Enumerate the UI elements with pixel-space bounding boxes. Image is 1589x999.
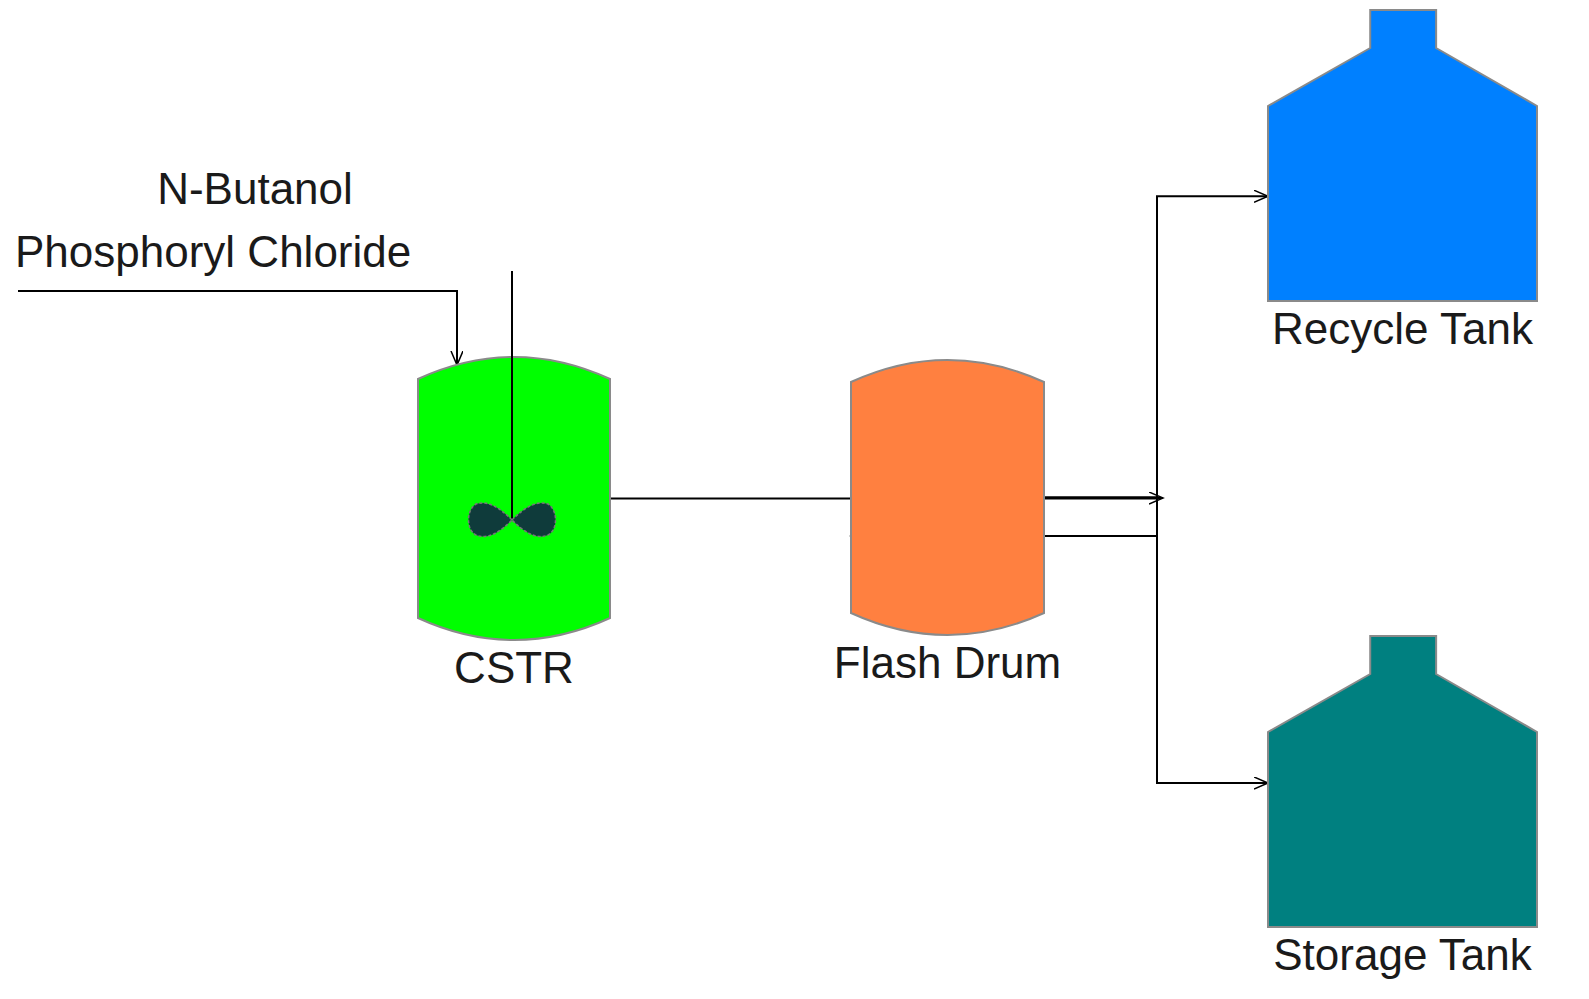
feed-line bbox=[18, 291, 457, 365]
equipment-label: Storage Tank bbox=[1273, 931, 1531, 979]
equipment-label: Recycle Tank bbox=[1272, 305, 1533, 353]
storage-tank: Storage Tank bbox=[1268, 636, 1537, 927]
agitator-shaft bbox=[511, 271, 513, 520]
storage-tank-outline bbox=[1268, 636, 1537, 927]
flash-drum: Flash Drum bbox=[851, 360, 1044, 635]
reactor-vessel: CSTR bbox=[418, 357, 610, 640]
feed-label: Phosphoryl Chloride bbox=[15, 228, 411, 276]
process-stream bbox=[1044, 196, 1268, 497]
feed-label: N-Butanol bbox=[157, 165, 353, 213]
storage-tank-outline bbox=[1268, 10, 1537, 301]
equipment-label: Flash Drum bbox=[834, 639, 1061, 687]
reactor-vessel-outline bbox=[418, 357, 610, 640]
flash-drum-outline bbox=[851, 360, 1044, 635]
storage-tank: Recycle Tank bbox=[1268, 10, 1537, 301]
equipment-label: CSTR bbox=[454, 644, 574, 692]
process-stream bbox=[1044, 498, 1268, 783]
